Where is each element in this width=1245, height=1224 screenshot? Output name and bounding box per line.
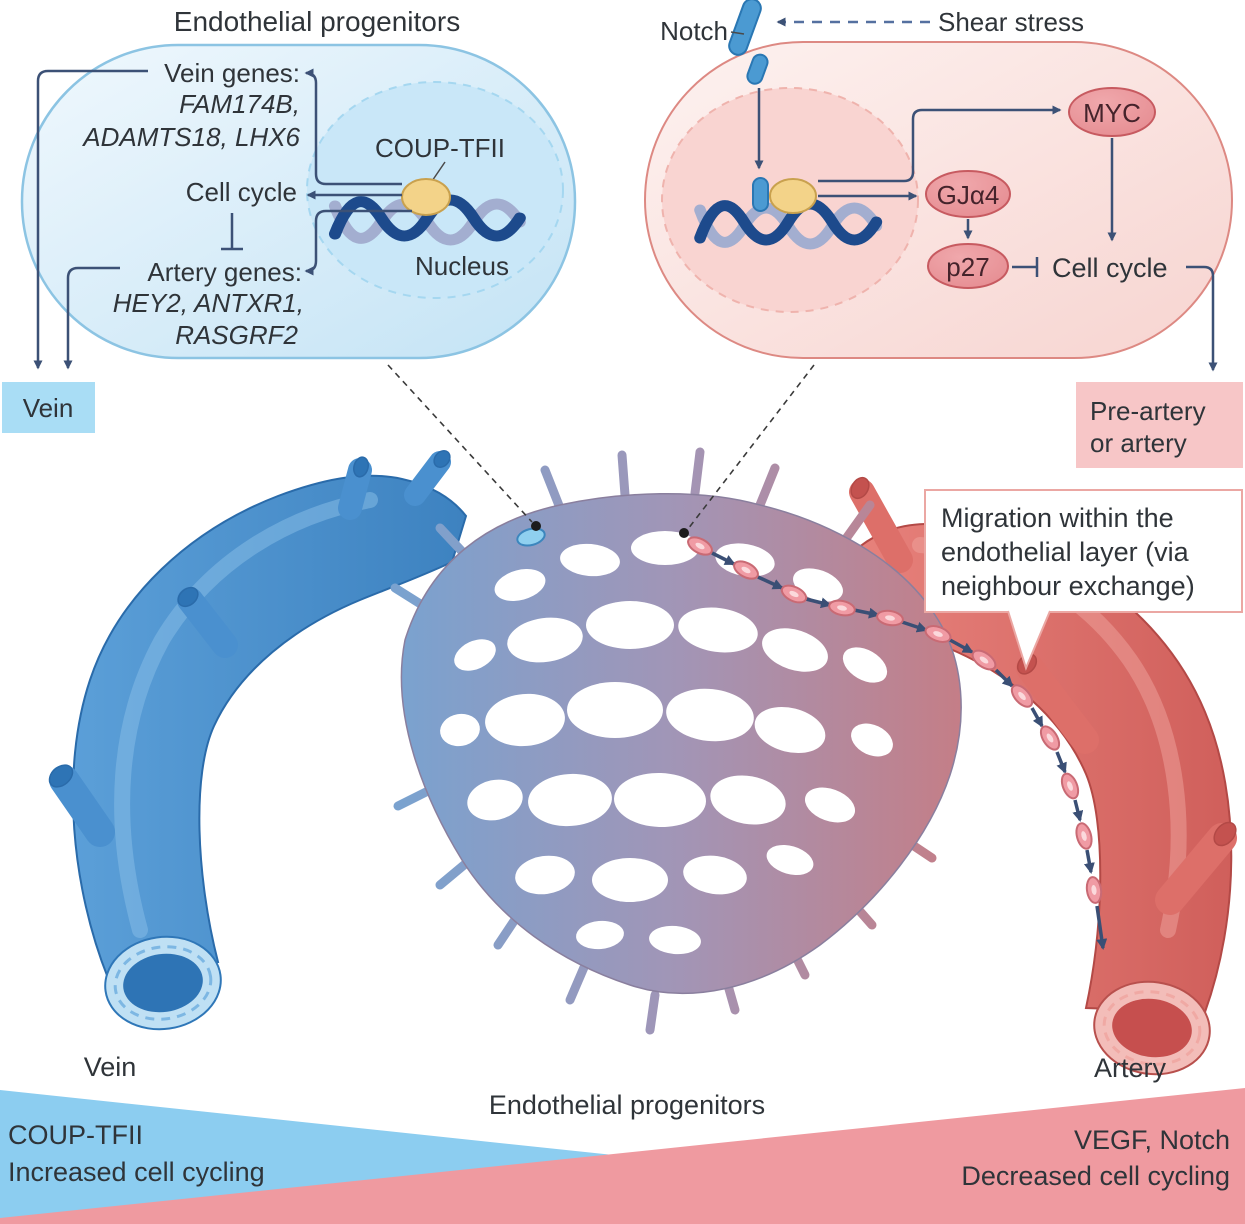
- vein-genes-line1: FAM174B,: [179, 89, 300, 119]
- gja4-node: [925, 170, 1011, 218]
- migration-arrows: [711, 551, 1108, 950]
- vein-progenitor-cell-mark: [516, 527, 546, 547]
- preartery-fate-box: [1076, 382, 1243, 468]
- notch-leader: [730, 31, 745, 35]
- bottom-artery-label: Artery: [1094, 1053, 1167, 1083]
- bottom-vein-label: Vein: [84, 1052, 137, 1082]
- blue-wedge-line1: COUP-TFII: [8, 1120, 143, 1150]
- vein-vessel-illustration: [48, 450, 468, 1031]
- vein-fate-box: [2, 382, 95, 433]
- pink-wedge-line1: VEGF, Notch: [1074, 1125, 1230, 1155]
- blue-wedge-line2: Increased cell cycling: [8, 1157, 265, 1187]
- migrating-endothelial-cells: [687, 536, 1103, 904]
- left-cell-arrows: [33, 68, 412, 370]
- left-nucleus-label: Nucleus: [415, 251, 509, 281]
- vein-fate-label: Vein: [23, 393, 74, 423]
- leader-dot-left: [531, 521, 541, 531]
- artery-genes-line2: RASGRF2: [175, 320, 298, 350]
- coup-tfii-protein-icon: [401, 178, 451, 216]
- artery-genes-line1: HEY2, ANTXR1,: [113, 288, 304, 318]
- notch-receptor-icon: [728, 0, 769, 85]
- bottom-center-label: Endothelial progenitors: [489, 1090, 765, 1120]
- gja4-label: GJα4: [937, 180, 1000, 210]
- transcription-factor-icon: [769, 178, 817, 214]
- vein-genes-label: Vein genes:: [164, 58, 300, 88]
- preartery-fate-line2: or artery: [1090, 428, 1187, 458]
- pink-gradient-wedge: [0, 1088, 1245, 1224]
- callout-line2: endothelial layer (via: [941, 537, 1190, 567]
- p27-node: [927, 243, 1009, 289]
- artery-genes-label: Artery genes:: [147, 257, 302, 287]
- coup-tfii-label: COUP-TFII: [375, 133, 505, 163]
- vein-genes-line2: ADAMTS18, LHX6: [81, 122, 300, 152]
- callout-line1: Migration within the: [941, 503, 1174, 533]
- notch-label: Notch: [660, 16, 728, 46]
- myc-node: [1068, 87, 1156, 137]
- myc-label: MYC: [1083, 98, 1141, 128]
- p27-label: p27: [946, 252, 989, 282]
- left-cell-cycle-label: Cell cycle: [186, 177, 297, 207]
- pink-wedge-line2: Decreased cell cycling: [961, 1161, 1230, 1191]
- cell-location-leaders: [387, 364, 815, 530]
- right-cell-cycle-label: Cell cycle: [1052, 253, 1168, 283]
- migration-callout: Migration within the endothelial layer (…: [924, 489, 1243, 671]
- shear-stress-label: Shear stress: [938, 7, 1084, 37]
- right-cell-arrows: [754, 88, 1218, 372]
- notch-intracellular-domain-icon: [752, 177, 769, 212]
- preartery-fate-line1: Pre-artery: [1090, 396, 1206, 426]
- callout-line3: neighbour exchange): [941, 571, 1195, 601]
- capillary-plexus-illustration: [390, 447, 962, 1035]
- left-cell-title: Endothelial progenitors: [174, 6, 460, 37]
- leader-dot-right: [679, 528, 689, 538]
